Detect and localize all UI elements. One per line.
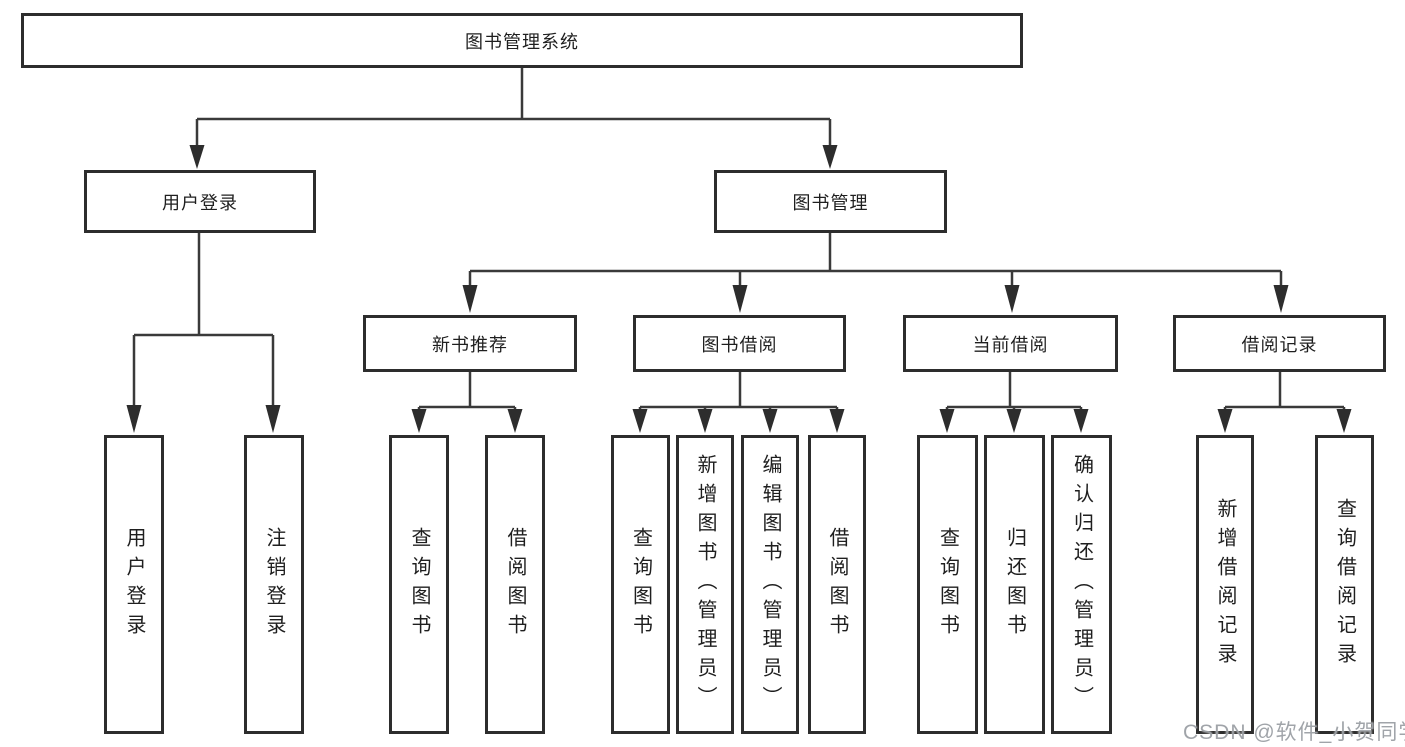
node-book-management: 图书管理: [714, 170, 947, 233]
leaf-borrowing-query-book: 查询图书: [611, 435, 670, 734]
leaf-current-return-book: 归还图书: [984, 435, 1045, 734]
node-borrowing-records: 借阅记录: [1173, 315, 1386, 372]
node-current-borrowing: 当前借阅: [903, 315, 1118, 372]
leaf-borrowing-borrow-book: 借阅图书: [808, 435, 866, 734]
leaf-logout: 注销登录: [244, 435, 304, 734]
leaf-user-login: 用户登录: [104, 435, 164, 734]
leaf-borrowing-edit-book-admin: 编辑图书（管理员）: [741, 435, 799, 734]
leaf-current-confirm-return-admin: 确认归还（管理员）: [1051, 435, 1112, 734]
leaf-records-query-record: 查询借阅记录: [1315, 435, 1374, 734]
node-new-book-recommend: 新书推荐: [363, 315, 577, 372]
leaf-records-add-record: 新增借阅记录: [1196, 435, 1254, 734]
node-root-system: 图书管理系统: [21, 13, 1023, 68]
node-book-borrowing: 图书借阅: [633, 315, 846, 372]
arrowheads: [126, 145, 1352, 433]
leaf-newbooks-query-book: 查询图书: [389, 435, 449, 734]
node-user-login: 用户登录: [84, 170, 316, 233]
leaf-current-query-book: 查询图书: [917, 435, 978, 734]
leaf-newbooks-borrow-book: 借阅图书: [485, 435, 545, 734]
csdn-watermark: CSDN @软件_小贺同学: [1183, 721, 1405, 744]
leaf-borrowing-add-book-admin: 新增图书（管理员）: [676, 435, 734, 734]
